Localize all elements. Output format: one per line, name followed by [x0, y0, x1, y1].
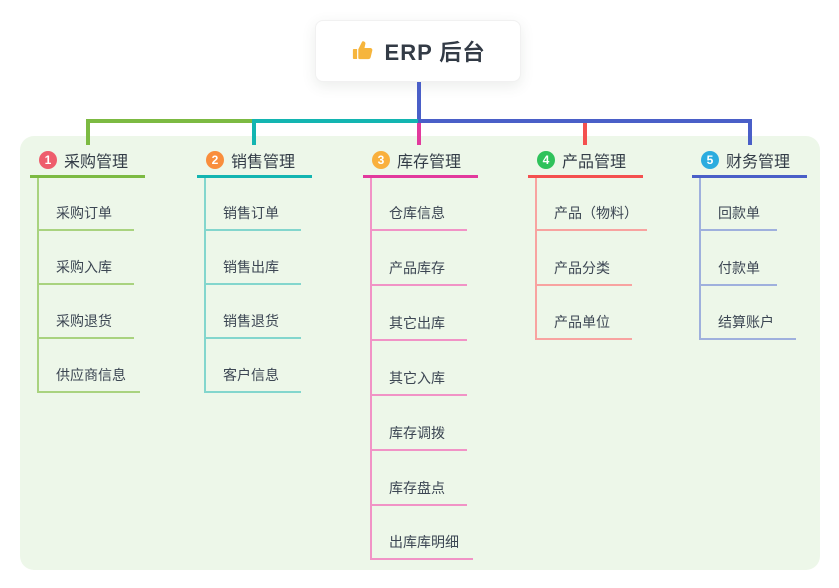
child-node[interactable]: 付款单 — [699, 250, 777, 286]
child-node[interactable]: 产品单位 — [535, 304, 632, 340]
branch-purchase-label[interactable]: 1 采购管理 — [30, 144, 145, 178]
root-node-label: ERP 后台 — [384, 40, 486, 65]
connector-drop-branch-3 — [417, 123, 421, 145]
child-node[interactable]: 结算账户 — [699, 304, 796, 340]
child-node[interactable]: 其它出库 — [370, 305, 467, 341]
root-connector-line — [417, 82, 421, 119]
branch-finance-badge: 5 — [701, 150, 719, 169]
child-node[interactable]: 客户信息 — [204, 357, 301, 393]
connector-drop-branch-2 — [252, 119, 256, 145]
branch-title: 销售管理 — [231, 153, 296, 171]
branch-finance-vline — [699, 178, 701, 340]
child-node[interactable]: 产品分类 — [535, 250, 632, 286]
child-node[interactable]: 销售出库 — [204, 249, 301, 285]
child-node[interactable]: 采购订单 — [37, 195, 134, 231]
connector-horizontal-left — [86, 119, 254, 123]
child-node[interactable]: 回款单 — [699, 195, 777, 231]
branch-title: 采购管理 — [64, 153, 129, 171]
child-node[interactable]: 其它入库 — [370, 360, 467, 396]
connector-drop-branch-5 — [748, 119, 752, 145]
mindmap-panel — [20, 136, 820, 570]
child-node[interactable]: 出库库明细 — [370, 524, 473, 560]
connector-drop-branch-1 — [86, 119, 90, 145]
thumbs-up-icon — [351, 39, 375, 63]
branch-title: 财务管理 — [726, 153, 791, 171]
branch-title: 库存管理 — [397, 153, 462, 171]
branch-sales-badge: 2 — [206, 150, 224, 169]
child-node[interactable]: 库存调拨 — [370, 415, 467, 451]
branch-sales-vline — [204, 178, 206, 393]
child-node[interactable]: 采购入库 — [37, 249, 134, 285]
branch-inventory-vline — [370, 178, 372, 560]
connector-drop-branch-4 — [583, 123, 587, 145]
branch-title: 产品管理 — [562, 153, 627, 171]
connector-horizontal-right — [418, 119, 752, 123]
child-node[interactable]: 仓库信息 — [370, 195, 467, 231]
branch-finance-label[interactable]: 5 财务管理 — [692, 144, 807, 178]
child-node[interactable]: 产品（物料） — [535, 195, 647, 231]
branch-inventory-badge: 3 — [372, 150, 390, 169]
branch-inventory-label[interactable]: 3 库存管理 — [363, 144, 478, 178]
child-node[interactable]: 销售订单 — [204, 195, 301, 231]
child-node[interactable]: 销售退货 — [204, 303, 301, 339]
branch-purchase-vline — [37, 178, 39, 393]
connector-horizontal-mid — [252, 119, 418, 123]
root-node[interactable]: ERP 后台 — [315, 20, 521, 82]
child-node[interactable]: 库存盘点 — [370, 470, 467, 506]
branch-sales-label[interactable]: 2 销售管理 — [197, 144, 312, 178]
branch-purchase-badge: 1 — [39, 150, 57, 169]
branch-product-vline — [535, 178, 537, 340]
child-node[interactable]: 采购退货 — [37, 303, 134, 339]
branch-product-label[interactable]: 4 产品管理 — [528, 144, 643, 178]
child-node[interactable]: 产品库存 — [370, 250, 467, 286]
branch-product-badge: 4 — [537, 150, 555, 169]
child-node[interactable]: 供应商信息 — [37, 357, 140, 393]
